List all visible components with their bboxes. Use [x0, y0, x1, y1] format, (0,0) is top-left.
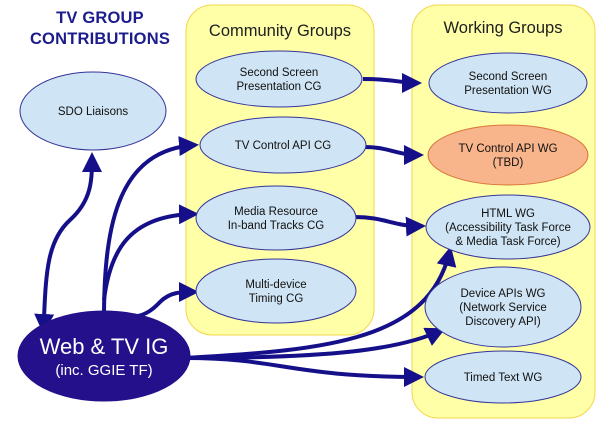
edge-hub-sdo: [34, 152, 102, 334]
node-cg-media-resource-label-line: Media Resource: [234, 206, 318, 218]
node-hub-label: Web & TV IG: [40, 334, 169, 359]
community-groups-title: Community Groups: [209, 22, 351, 40]
node-wg-html-label-line: (Accessibility Task Force: [445, 222, 571, 234]
node-cg-second-screen-label-line: Presentation CG: [236, 81, 321, 93]
diagram-title: TV GROUP CONTRIBUTIONS: [0, 8, 200, 50]
node-wg-html: HTML WG (Accessibility Task Force & Media …: [425, 194, 591, 260]
node-wg-second-screen-shape: [428, 52, 588, 114]
node-cg-media-resource-shape: [195, 185, 357, 251]
edges-layer: [34, 72, 457, 387]
node-cg-tv-control-label-line: TV Control API CG: [235, 140, 332, 152]
node-wg-timed-text-label-line: Timed Text WG: [464, 372, 543, 384]
node-wg-tv-control: TV Control API WG (TBD): [427, 124, 589, 186]
node-sdo: SDO Liaisons: [19, 71, 167, 151]
node-cg-tv-control: TV Control API CG: [199, 116, 367, 174]
edge-cg-tv-control-wg-tv-control: [363, 144, 424, 165]
node-wg-device-apis-shape: [424, 266, 582, 348]
edge-hub-wg-device-apis: [184, 327, 446, 360]
node-wg-timed-text-shape: [424, 350, 582, 404]
working-groups-title: Working Groups: [444, 19, 563, 37]
node-cg-multi-device-shape: [195, 258, 357, 324]
edge-hub-wg-html: [184, 246, 457, 360]
node-wg-device-apis-label-line: Device APIs WG: [461, 288, 546, 300]
node-wg-html-label-line: HTML WG: [481, 208, 535, 220]
edge-hub-cg-tv-control: [102, 136, 199, 319]
node-sdo-shape: [19, 71, 167, 151]
node-hub-shape: [17, 310, 191, 402]
edge-cg-second-screen-wg-second-screen: [362, 72, 422, 93]
edge-hub-wg-timed-text: [184, 356, 424, 387]
node-hub-sublabel: (inc. GGIE TF): [55, 362, 152, 379]
node-cg-media-resource-label-line: In-band Tracks CG: [228, 220, 325, 232]
node-cg-second-screen-shape: [195, 50, 363, 108]
node-wg-html-shape: [425, 194, 591, 260]
node-cg-tv-control-shape: [199, 116, 367, 174]
node-wg-tv-control-label-line: TV Control API WG: [458, 143, 557, 155]
node-wg-device-apis-label-line: (Network Service: [459, 302, 547, 314]
node-cg-second-screen-label-line: Second Screen: [240, 67, 319, 79]
node-sdo-label-line: SDO Liaisons: [58, 106, 129, 118]
node-wg-device-apis: Device APIs WG (Network ServiceDiscovery …: [424, 266, 582, 348]
title-line-1: TV GROUP: [56, 9, 144, 27]
node-cg-multi-device-label-line: Multi-device: [245, 279, 306, 291]
node-wg-second-screen-label-line: Second Screen: [469, 71, 548, 83]
node-wg-tv-control-label-line: (TBD): [493, 157, 524, 169]
node-hub: Web & TV IG (inc. GGIE TF): [17, 310, 191, 402]
node-wg-html-label-line: & Media Task Force): [455, 236, 560, 248]
node-wg-device-apis-label-line: Discovery API): [465, 316, 541, 328]
node-wg-tv-control-shape: [427, 124, 589, 186]
node-cg-multi-device-label-line: Timing CG: [249, 293, 304, 305]
node-wg-second-screen-label-line: Presentation WG: [464, 85, 552, 97]
title-line-2: CONTRIBUTIONS: [29, 30, 171, 48]
node-wg-timed-text: Timed Text WG: [424, 350, 582, 404]
edge-hub-cg-media-resource: [102, 204, 199, 301]
edge-cg-media-resource-wg-html: [354, 215, 426, 237]
